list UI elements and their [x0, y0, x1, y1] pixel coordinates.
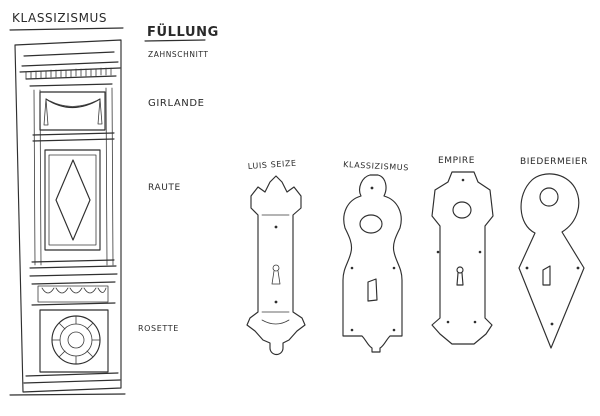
escutcheon-label-biedermeier: BIEDERMEIER: [520, 157, 588, 167]
label-girlande: GIRLANDE: [148, 98, 205, 109]
grandfather-clock-drawing: [9, 39, 126, 396]
label-rosette: ROSETTE: [138, 324, 179, 333]
title-underline: [9, 27, 124, 31]
escutcheon-luis-seize: [246, 175, 306, 356]
escutcheon-empire: [431, 171, 494, 345]
label-zahnschnitt: ZAHNSCHNITT: [148, 50, 209, 59]
heading-underline: [144, 39, 206, 42]
title-klassizismus: KLASSIZISMUS: [12, 11, 107, 25]
escutcheon-label-empire: EMPIRE: [438, 156, 475, 166]
escutcheon-klassizismus: [342, 174, 403, 353]
heading-fuellung: FÜLLUNG: [147, 24, 219, 40]
label-raute: RAUTE: [148, 183, 181, 193]
escutcheon-biedermeier: [518, 173, 585, 349]
escutcheon-label-klassizismus: KLASSIZISMUS: [343, 160, 409, 172]
escutcheon-label-luis-seize: LUIS SEIZE: [248, 159, 297, 171]
